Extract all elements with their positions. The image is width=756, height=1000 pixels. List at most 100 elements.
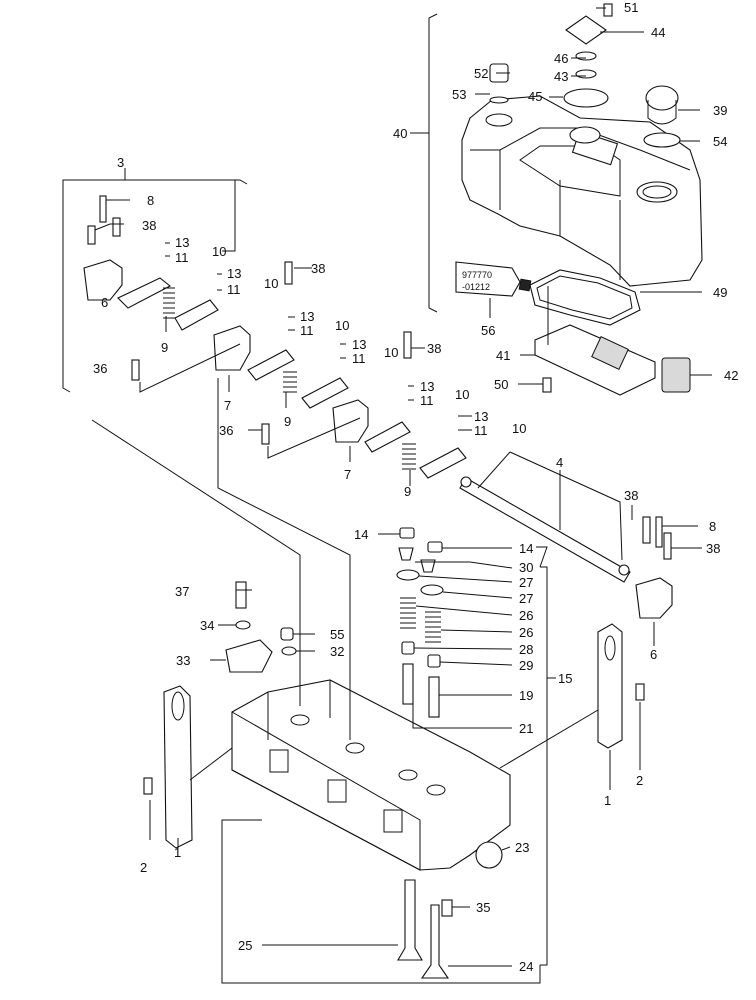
callout-36-b: 36 [219, 423, 233, 438]
callout-11-b: 11 [227, 282, 241, 297]
sealant-tube [455, 261, 521, 297]
rocker-arm [364, 421, 411, 453]
rocker-support-mid2 [332, 399, 369, 443]
tube-code-2: -01212 [462, 282, 490, 292]
callout-14-a: 14 [354, 527, 368, 542]
engine-hanger-right [597, 623, 623, 749]
oil-filler-port [636, 181, 678, 203]
callout-27-a: 27 [519, 575, 533, 590]
diaphragm [563, 88, 609, 108]
callout-46: 46 [554, 51, 568, 66]
filler-o-ring [643, 132, 681, 148]
rocker-arm [117, 277, 172, 309]
callout-19: 19 [519, 688, 533, 703]
callout-13-f: 13 [474, 409, 488, 424]
valve-cover-group: 977770 -01212 [410, 3, 703, 396]
callout-14-b: 14 [519, 541, 533, 556]
callout-28: 28 [519, 642, 533, 657]
breather-element [661, 357, 691, 393]
callout-3: 3 [117, 155, 124, 170]
head-ports [269, 749, 403, 833]
callout-8-right: 8 [709, 519, 716, 534]
callout-2-left: 2 [140, 860, 147, 875]
callout-38-left: 38 [142, 218, 156, 233]
callout-50: 50 [494, 377, 508, 392]
callout-7-a: 7 [224, 398, 231, 413]
callout-33: 33 [176, 653, 190, 668]
rocker-support-right [635, 577, 673, 619]
callout-10-b: 10 [264, 276, 278, 291]
callout-9-a: 9 [161, 340, 168, 355]
callout-38-d: 38 [624, 488, 638, 503]
callout-13-e: 13 [420, 379, 434, 394]
callout-26-b: 26 [519, 625, 533, 640]
callout-44: 44 [651, 25, 665, 40]
callout-11-e: 11 [420, 393, 434, 408]
callout-38-b: 38 [311, 261, 325, 276]
cover-gasket [529, 269, 641, 326]
rocker-arm [301, 377, 349, 409]
callout-9-b: 9 [284, 414, 291, 429]
callout-43: 43 [554, 69, 568, 84]
rocker-spring [163, 287, 416, 470]
callout-54: 54 [713, 134, 727, 149]
callout-36-a: 36 [93, 361, 107, 376]
rocker-arm-assembly [62, 168, 673, 619]
valve-spring [425, 611, 441, 643]
callout-24: 24 [519, 959, 533, 974]
callout-35: 35 [476, 900, 490, 915]
cylinder-head [231, 679, 511, 871]
valve-train-group [221, 527, 556, 984]
callout-1-right: 1 [604, 793, 611, 808]
breather-port [569, 126, 601, 144]
baffle-plate [534, 324, 656, 396]
callout-51: 51 [624, 0, 638, 15]
diaphragm-cover [565, 15, 607, 45]
callout-11-c: 11 [300, 323, 314, 338]
callout-2-right: 2 [636, 773, 643, 788]
callout-42: 42 [724, 368, 738, 383]
callout-26-a: 26 [519, 608, 533, 623]
callout-6-right: 6 [650, 647, 657, 662]
tube-code-1: 977770 [462, 270, 492, 280]
valve-cover [461, 95, 703, 287]
callout-10-d: 10 [384, 345, 398, 360]
callout-11-d: 11 [352, 351, 366, 366]
oil-filler-cap [645, 85, 679, 111]
callout-6-left: 6 [101, 295, 108, 310]
callout-52: 52 [474, 66, 488, 81]
callout-38-c: 38 [427, 341, 441, 356]
exhaust-valve [397, 879, 423, 961]
callout-13-b: 13 [227, 266, 241, 281]
callout-56: 56 [481, 323, 495, 338]
callout-10-c: 10 [335, 318, 349, 333]
valve-spring [400, 597, 416, 629]
rocker-shaft [459, 477, 631, 583]
rocker-arm [174, 299, 219, 331]
callout-10-e: 10 [455, 387, 469, 402]
callout-53: 53 [452, 87, 466, 102]
callout-34: 34 [200, 618, 214, 633]
callout-11-a: 11 [175, 250, 189, 265]
intake-valve [420, 904, 450, 979]
callout-40: 40 [393, 126, 407, 141]
engine-hanger-left [163, 685, 193, 849]
callout-21: 21 [519, 721, 533, 736]
callout-38-e: 38 [706, 541, 720, 556]
callout-41: 41 [496, 348, 510, 363]
callout-55: 55 [330, 627, 344, 642]
callout-49: 49 [713, 285, 727, 300]
callout-13-a: 13 [175, 235, 189, 250]
head-bracket [225, 639, 273, 673]
callout-9-c: 9 [404, 484, 411, 499]
callout-10-a: 10 [212, 244, 226, 259]
callout-25: 25 [238, 938, 252, 953]
callout-8-left: 8 [147, 193, 154, 208]
callout-15: 15 [558, 671, 572, 686]
callout-10-f: 10 [512, 421, 526, 436]
callout-30: 30 [519, 560, 533, 575]
callout-7-b: 7 [344, 467, 351, 482]
rocker-support-left [83, 259, 123, 301]
callout-13-d: 13 [352, 337, 366, 352]
